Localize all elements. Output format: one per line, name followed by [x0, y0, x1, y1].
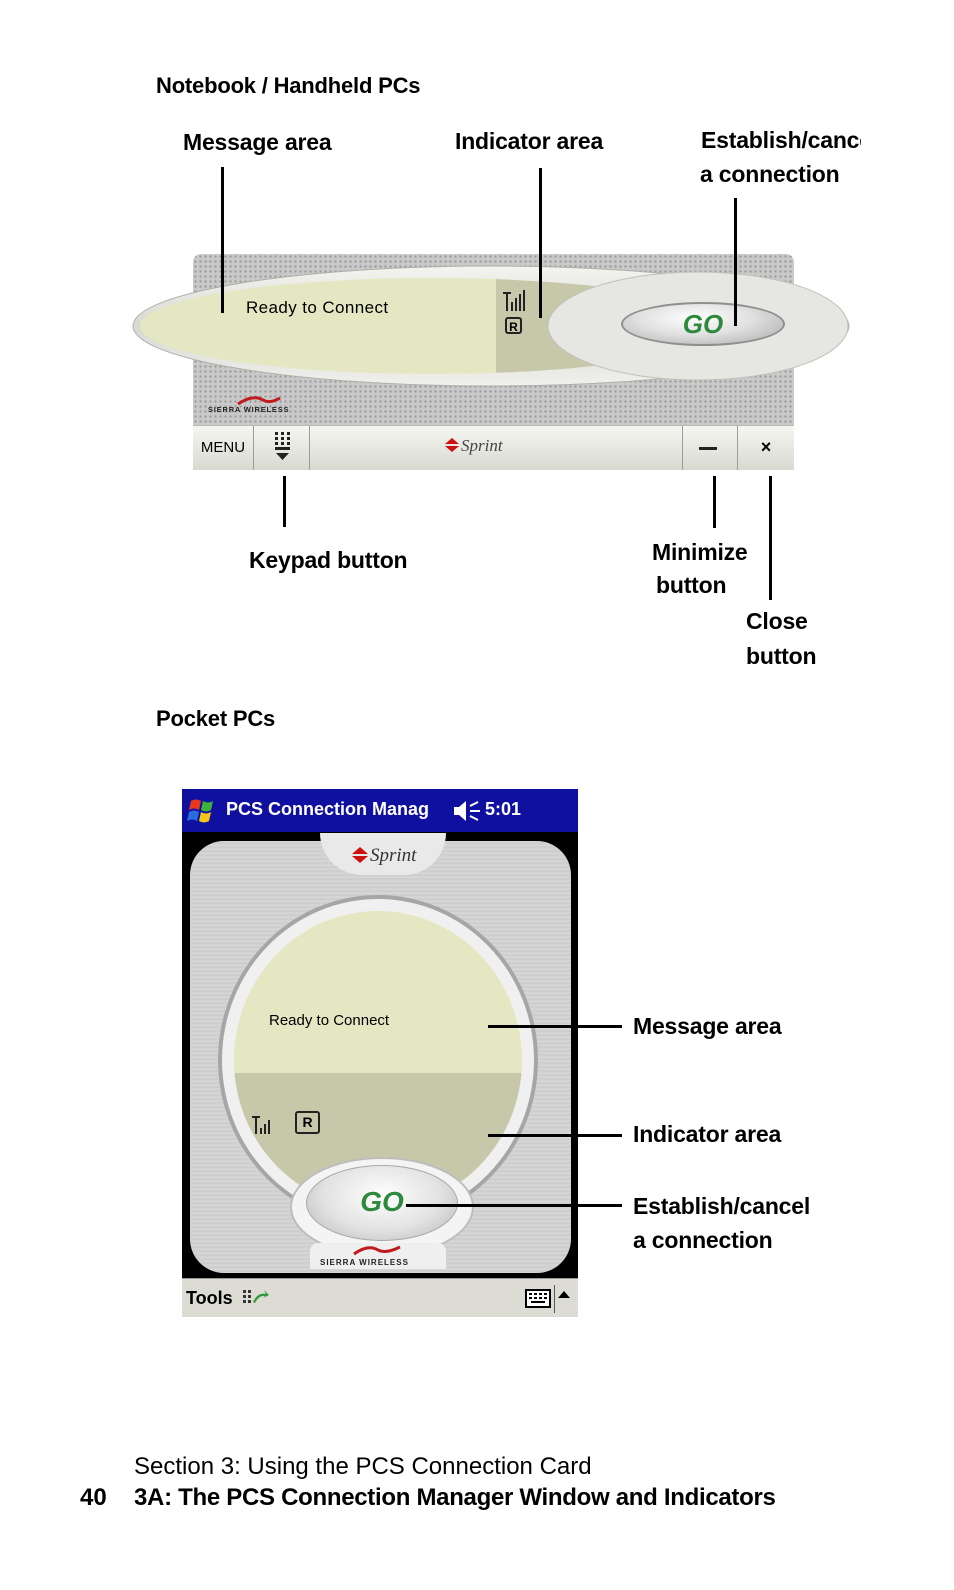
pocket-callout-establish-line2: a connection	[633, 1227, 773, 1253]
speaker-icon[interactable]	[452, 800, 482, 822]
callout-establish-clip: Establish/cancel	[701, 123, 861, 157]
pocket-brand-text: SIERRA WIRELESS	[320, 1258, 409, 1267]
keypad-icon	[275, 432, 290, 460]
sierra-wireless-logo-icon: SIERRA WIRELESS	[310, 1243, 446, 1269]
signal-strength-icon	[503, 290, 525, 311]
notebook-heading: Notebook / Handheld PCs	[156, 73, 421, 98]
leader-message-area	[221, 167, 224, 313]
keyboard-separator	[554, 1285, 555, 1313]
pocket-menu-bar: Tools	[182, 1278, 578, 1317]
keyboard-icon[interactable]	[525, 1289, 551, 1309]
sierra-wireless-logo-icon: SIERRA WIRELESS	[208, 394, 318, 416]
leader-establish	[734, 198, 737, 326]
callout-minimize-line1: Minimize	[652, 539, 748, 565]
footer-chapter-title: 3A: The PCS Connection Manager Window an…	[134, 1484, 776, 1511]
callout-close-line1: Close	[746, 608, 808, 634]
app-title: PCS Connection Manag	[226, 799, 430, 819]
tools-menu[interactable]: Tools	[186, 1288, 233, 1308]
callout-close-line2: button	[746, 643, 817, 669]
notebook-go-button[interactable]: GO	[621, 302, 785, 346]
pocket-carrier-logo-text: Sprint	[370, 845, 417, 866]
notebook-message-text: Ready to Connect	[246, 298, 389, 317]
keypad-button[interactable]	[255, 426, 310, 470]
leader-close	[769, 476, 772, 600]
notebook-carrier-logo-text: Sprint	[461, 436, 503, 455]
callout-establish-line2: a connection	[700, 161, 840, 187]
leader-pocket-indicator	[488, 1134, 622, 1137]
leader-indicator-area	[539, 168, 542, 318]
pocket-pc-screen: PCS Connection Manag 5:01 Sprint Ready t…	[182, 789, 578, 1317]
minimize-button[interactable]	[682, 426, 735, 470]
notebook-brand-text: SIERRA WIRELESS	[208, 405, 290, 414]
pocket-heading: Pocket PCs	[156, 706, 276, 731]
pocket-go-button[interactable]: GO	[306, 1165, 458, 1241]
menu-button[interactable]: MENU	[193, 426, 254, 470]
roaming-icon: R	[505, 317, 522, 334]
sprint-logo-icon: Sprint	[350, 845, 416, 867]
connection-icon[interactable]	[242, 1288, 270, 1308]
input-panel-arrow-icon[interactable]	[558, 1291, 570, 1298]
callout-indicator-area: Indicator area	[455, 128, 604, 154]
windows-start-icon[interactable]	[185, 795, 219, 827]
pocket-callout-indicator-area: Indicator area	[633, 1121, 782, 1147]
callout-message-area: Message area	[183, 129, 332, 155]
signal-strength-icon	[252, 1116, 270, 1134]
callout-minimize-line2: button	[656, 572, 727, 598]
roaming-icon: R	[295, 1111, 320, 1134]
pocket-callout-establish-line1: Establish/cancel	[633, 1193, 811, 1219]
page-number: 40	[80, 1484, 107, 1511]
sprint-logo-icon: Sprint	[443, 436, 503, 456]
callout-establish-line1: Establish/cancel	[701, 127, 861, 153]
leader-keypad	[283, 476, 286, 527]
callout-keypad-button: Keypad button	[249, 547, 408, 573]
pocket-message-text: Ready to Connect	[269, 1012, 390, 1029]
leader-minimize	[713, 476, 716, 528]
clock-time: 5:01	[485, 799, 522, 819]
close-button[interactable]: ×	[737, 426, 794, 470]
pocket-callout-message-area: Message area	[633, 1013, 782, 1039]
sprint-tab	[320, 833, 446, 875]
leader-pocket-message	[488, 1025, 622, 1028]
footer-section-title: Section 3: Using the PCS Connection Card	[134, 1453, 592, 1480]
close-icon: ×	[760, 437, 772, 457]
leader-pocket-establish	[406, 1204, 622, 1207]
title-bar: PCS Connection Manag 5:01	[182, 789, 578, 832]
notebook-toolbar: MENU Sprint ×	[193, 425, 794, 470]
